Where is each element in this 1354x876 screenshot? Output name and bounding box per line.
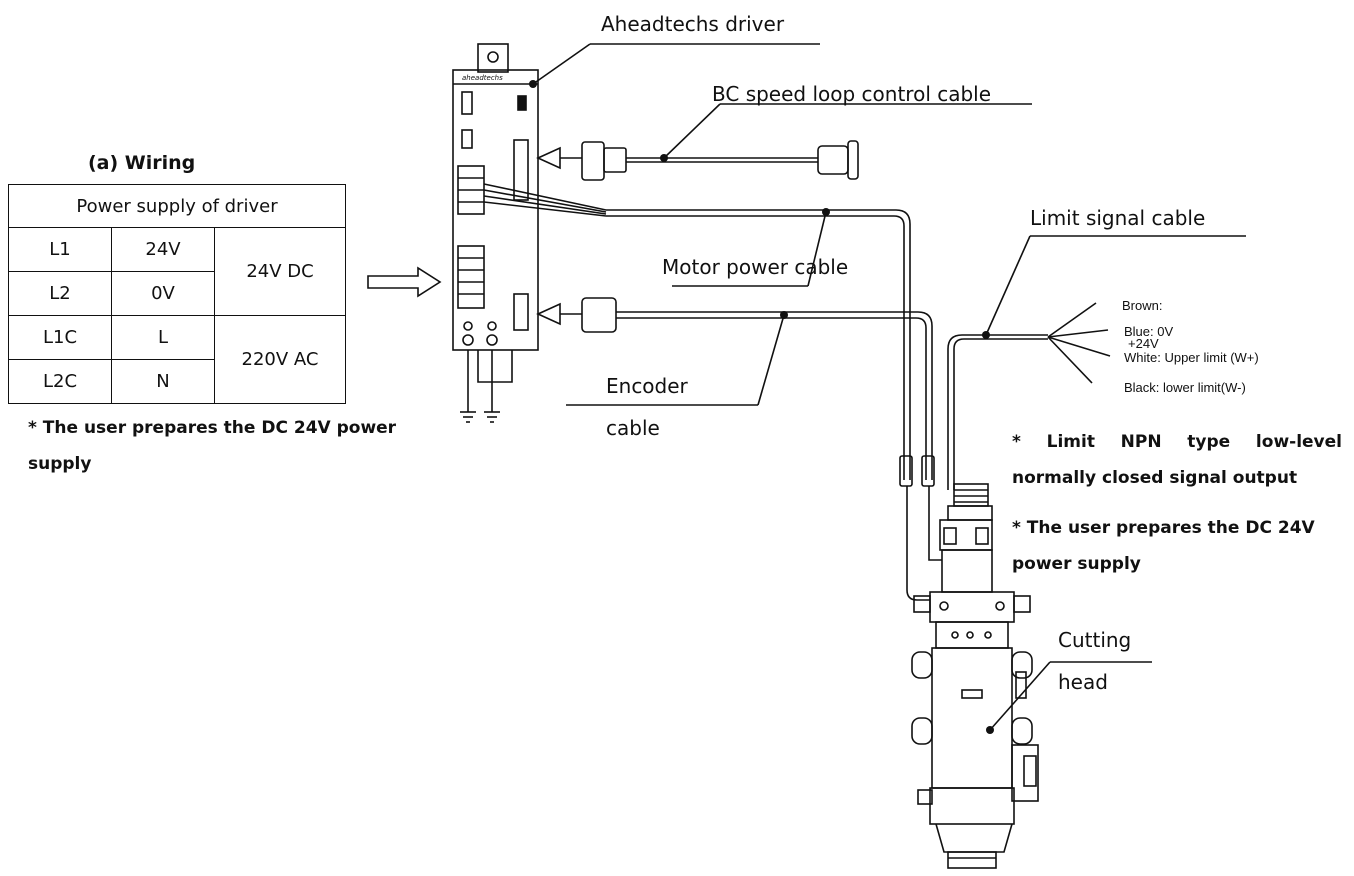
- wire-brown: Brown:: [1122, 298, 1163, 313]
- motor-cable-label: Motor power cable: [662, 255, 849, 279]
- wiring-note: * The user prepares the DC 24V power sup…: [28, 418, 397, 474]
- wiring-header: Power supply of driver: [8, 184, 346, 228]
- wiring-table: Power supply of driver L1 24V 24V DC L2 …: [8, 184, 346, 404]
- encoder-label-2: cable: [606, 416, 660, 440]
- limit-cable-label: Limit signal cable: [1030, 206, 1206, 230]
- cutting-head: [911, 483, 1152, 869]
- encoder-label-1: Encoder: [606, 374, 688, 398]
- wire-black: Black: lower limit(W-): [1124, 380, 1246, 395]
- value-cell: 24V: [111, 227, 215, 272]
- driver-unit: [452, 43, 539, 423]
- cutting-head-label-2: head: [1058, 670, 1108, 694]
- supply-note: * The user prepares the DC 24V power sup…: [1012, 518, 1315, 574]
- driver-brand: aheadtechs: [462, 74, 503, 82]
- value-cell: L: [111, 315, 215, 360]
- terminal-cell: L2: [8, 271, 112, 316]
- encoder-cable: [536, 297, 933, 480]
- value-cell: N: [111, 359, 215, 404]
- driver-label: Aheadtechs driver: [601, 12, 785, 36]
- limit-note: * Limit NPN type low-level normally clos…: [1012, 432, 1342, 488]
- motor-cable: [483, 183, 911, 480]
- terminal-cell: L1C: [8, 315, 112, 360]
- terminal-cell: L1: [8, 227, 112, 272]
- terminal-cell: L2C: [8, 359, 112, 404]
- cutting-head-label-1: Cutting: [1058, 628, 1132, 652]
- wire-white: White: Upper limit (W+): [1124, 350, 1259, 365]
- bc-cable-label: BC speed loop control cable: [712, 82, 992, 106]
- group-cell-ac: 220V AC: [214, 315, 346, 404]
- wiring-title: (a) Wiring: [88, 152, 196, 174]
- bc-cable: [536, 103, 1032, 181]
- group-cell-dc: 24V DC: [214, 227, 346, 316]
- wire-plus24: +24V: [1128, 336, 1159, 351]
- wire-blue: Blue: 0V: [1124, 324, 1174, 339]
- limit-cable: [947, 235, 1246, 490]
- value-cell: 0V: [111, 271, 215, 316]
